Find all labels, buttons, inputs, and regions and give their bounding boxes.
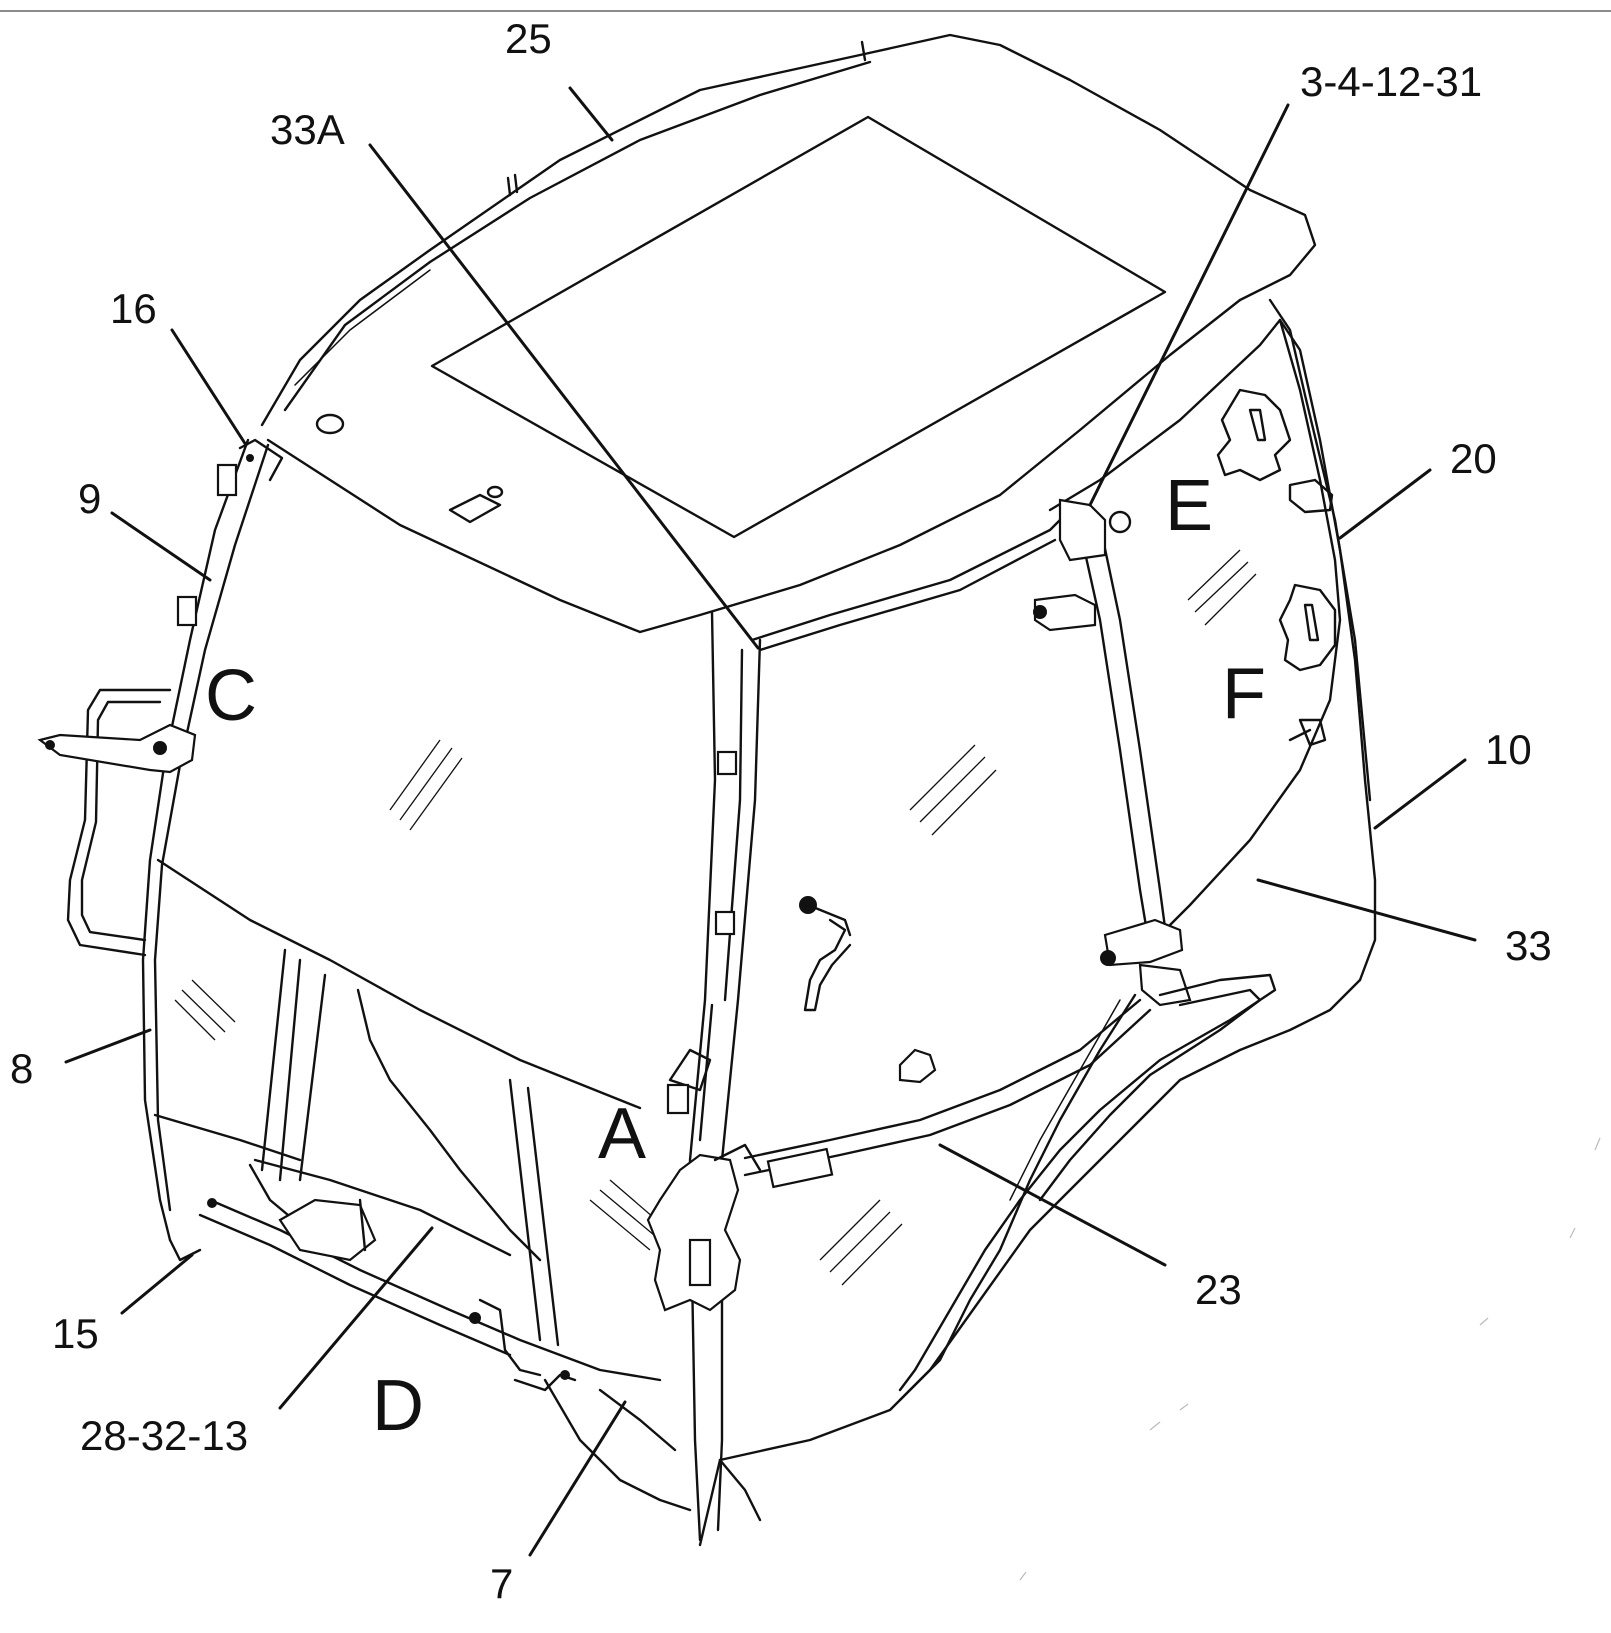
front-pillar — [666, 610, 762, 1542]
leader-7 — [528, 1400, 627, 1557]
pillar-mirror-bracket — [646, 1143, 834, 1312]
roof-panel — [260, 33, 1317, 634]
lower-frame — [168, 1158, 692, 1512]
callout-8: 8 — [10, 1045, 33, 1092]
callout-20: 20 — [1450, 435, 1497, 482]
callout-7: 7 — [490, 1560, 513, 1607]
section-letter-a: A — [598, 1094, 646, 1174]
leader-16 — [170, 328, 248, 447]
callout-3-4-12-31: 3-4-12-31 — [1300, 58, 1482, 105]
leader-9 — [110, 511, 212, 582]
leader-33 — [1256, 878, 1477, 942]
callout-16: 16 — [110, 285, 157, 332]
section-letter-e: E — [1165, 466, 1213, 546]
leader-20 — [1338, 468, 1432, 540]
rear-body-panel — [589, 973, 1362, 1547]
callout-labels: 25 3-4-12-31 33A 16 9 20 10 33 8 23 15 2… — [10, 15, 1552, 1607]
leader-8 — [64, 1028, 152, 1064]
leader-lines — [64, 86, 1477, 1557]
leader-23 — [938, 1143, 1167, 1267]
leader-25 — [568, 86, 614, 142]
leader-3-4-12-31 — [1088, 103, 1290, 507]
section-letter-d: D — [372, 1366, 424, 1446]
left-door-frame — [37, 438, 642, 1347]
callout-10: 10 — [1485, 726, 1532, 773]
section-letter-f: F — [1222, 654, 1266, 734]
callout-15: 15 — [52, 1310, 99, 1357]
leader-33a — [368, 143, 760, 650]
leader-10 — [1373, 758, 1467, 830]
callout-33: 33 — [1505, 922, 1552, 969]
right-door-frame — [1033, 298, 1377, 1007]
callout-28-32-13: 28-32-13 — [80, 1412, 248, 1459]
leader-28-32-13 — [278, 1226, 434, 1410]
section-letter-c: C — [205, 656, 257, 736]
callout-9: 9 — [78, 475, 101, 522]
callout-33a: 33A — [270, 106, 345, 153]
sunroof-glass — [430, 115, 1167, 539]
callout-25: 25 — [505, 15, 552, 62]
scan-artifacts — [1019, 1137, 1601, 1581]
section-letters: A C D E F — [205, 466, 1266, 1446]
leader-15 — [120, 1253, 194, 1315]
callout-23: 23 — [1195, 1266, 1242, 1313]
